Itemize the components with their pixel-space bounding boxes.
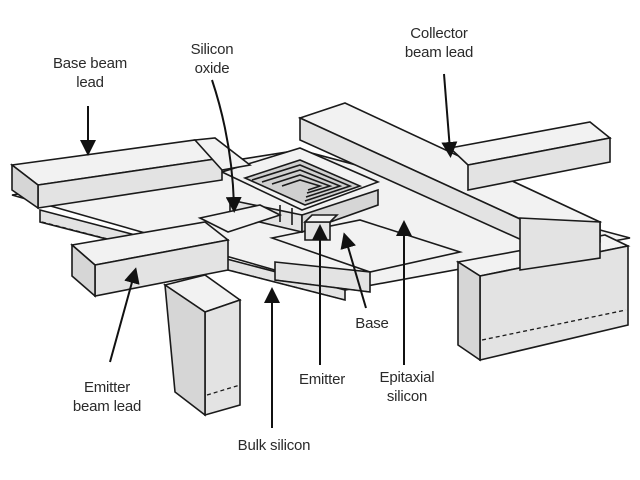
label-silicon-oxide: Silicon oxide [180, 40, 244, 78]
label-base-beam-lead: Base beam lead [46, 54, 134, 92]
label-line: Collector [410, 25, 468, 42]
label-epitaxial-silicon: Epitaxial silicon [372, 368, 442, 406]
label-emitter-beam-lead: Emitter beam lead [64, 378, 150, 416]
label-line: Bulk silicon [237, 437, 311, 454]
label-base: Base [352, 314, 392, 333]
label-line: Base [355, 315, 389, 332]
label-line: Emitter [298, 371, 346, 388]
label-line: Emitter [83, 379, 131, 396]
collector-beam-lead-arrow [441, 73, 458, 158]
label-line: silicon [386, 388, 428, 405]
bulk-silicon-left-block [163, 274, 242, 417]
silicon-oxide-arrow [211, 79, 242, 213]
label-line: beam lead [404, 44, 474, 61]
base-arrow [340, 232, 367, 309]
label-line: oxide [194, 60, 230, 77]
emitter-beam-lead-arrow [109, 267, 140, 363]
label-line: beam lead [72, 398, 142, 415]
base-beam-lead-bar [9, 137, 252, 210]
label-collector-beam-lead: Collector beam lead [396, 24, 482, 62]
collector-beam-lead-bar [297, 102, 612, 271]
label-emitter: Emitter [292, 370, 352, 389]
label-line: Base beam [52, 55, 128, 72]
label-line: Epitaxial [379, 369, 435, 386]
label-bulk-silicon: Bulk silicon [228, 436, 320, 455]
label-line: Silicon [190, 41, 234, 58]
label-line: lead [76, 74, 104, 91]
